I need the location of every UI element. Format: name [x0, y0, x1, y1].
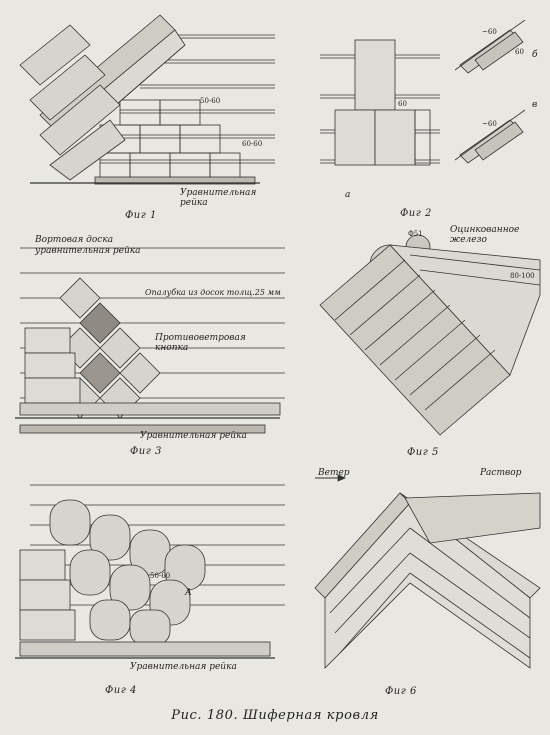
fig6-caption: Фиг 6 [385, 686, 417, 697]
figure-1-drawing [19, 14, 275, 185]
figure-5-drawing [319, 234, 541, 436]
fig2-sub-b: б [532, 50, 538, 60]
fig4-mark: А [185, 588, 192, 598]
figure-6-drawing [314, 474, 541, 669]
fig3-label-board: Вортовая доска [35, 235, 114, 245]
fig1-label-batten: Уравнительная рейка [180, 188, 257, 208]
figure-1: 50-60 60-60 Уравнительная рейка Фиг 1 [10, 5, 280, 221]
fig5-dim-diam: Ф51 [408, 230, 423, 238]
fig5-label-zinc: Оцинкованное железо [450, 225, 520, 245]
fig2-caption: Фиг 2 [400, 208, 432, 219]
fig2-sub-v: в [532, 100, 538, 110]
fig6-label-mortar: Раствор [480, 468, 522, 478]
figure-4-drawing [15, 484, 285, 659]
fig1-dim-1: 50-60 [200, 97, 221, 105]
fig3-label-sheathing: Опалубка из досок толщ.25 мм [145, 288, 281, 297]
fig6-label-wind: Ветер [318, 468, 350, 478]
fig3-label-batten-top: уравнительная рейка [35, 246, 141, 256]
fig3-caption: Фиг 3 [130, 446, 162, 457]
fig2-dim-3: 60 [515, 48, 524, 56]
fig5-caption: Фиг 5 [407, 447, 439, 458]
figure-3: Вортовая доска уравнительная рейка Опалу… [10, 233, 290, 460]
fig4-dim: 50-60 [150, 572, 171, 580]
fig2-dim-4: ~60 [482, 120, 497, 128]
fig2-dim-1: 60 [398, 100, 407, 108]
figure-2: 60 ~60 60 ~60 а б в Фиг 2 [310, 20, 545, 220]
fig3-label-clamp: Противоветровая кнопка [155, 333, 246, 353]
fig4-label-batten: Уравнительная рейка [130, 662, 237, 672]
fig3-label-batten: Уравнительная рейка [140, 431, 247, 441]
figure-3-drawing [15, 247, 285, 434]
figure-2-drawing [320, 20, 526, 166]
figure-6: Ветер Раствор Фиг 6 [310, 468, 545, 700]
figure-5: Ф51 Оцинкованное железо 80-100 Фиг 5 [310, 225, 545, 460]
fig4-caption: Фиг 4 [105, 685, 137, 696]
fig2-sub-a: а [345, 190, 351, 200]
fig5-dim: 80-100 [510, 272, 535, 280]
fig2-dim-2: ~60 [482, 28, 497, 36]
figure-4: 50-60 А Уравнительная рейка Фиг 4 [10, 470, 290, 700]
fig1-caption: Фиг 1 [125, 210, 157, 221]
figure-title: Рис. 180. Шиферная кровля [171, 708, 379, 723]
fig1-dim-2: 60-60 [242, 140, 263, 148]
